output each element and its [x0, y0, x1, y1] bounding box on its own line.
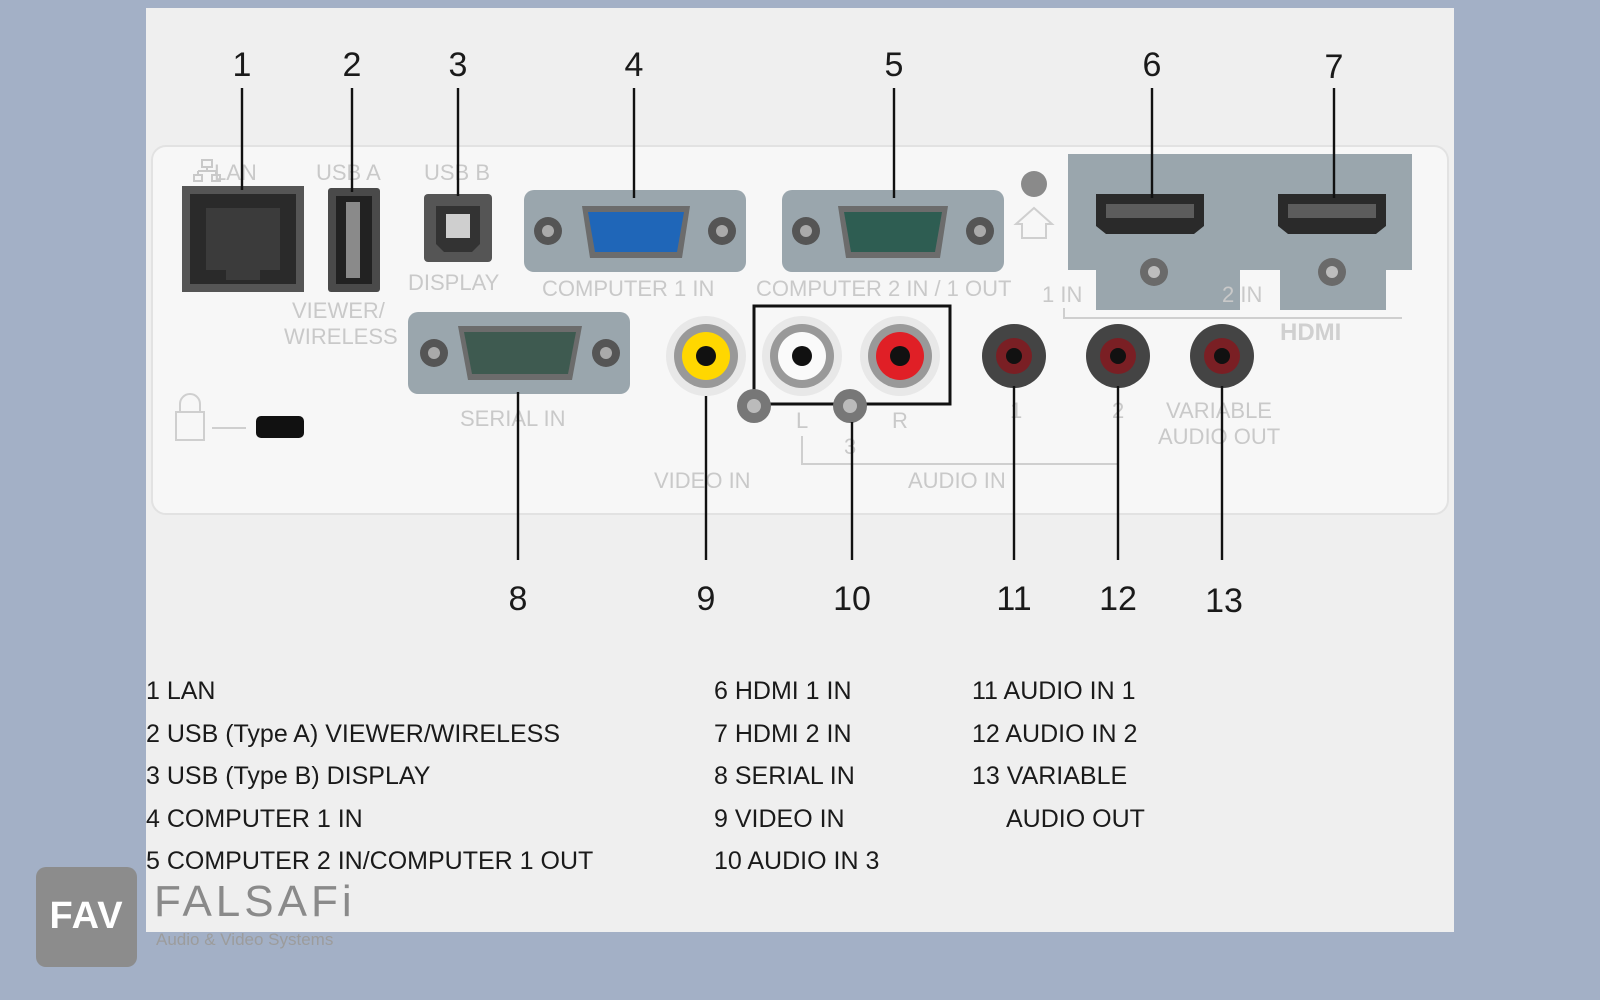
audio-in-2-jack	[1086, 324, 1150, 388]
brand-logo-text: FAV	[49, 895, 124, 937]
diagram-card: LAN USB A VIEWER/ WIRELESS USB B DISPLAY…	[146, 8, 1454, 932]
callout-2: 2	[343, 46, 362, 84]
video-in-panel-label: VIDEO IN	[654, 468, 751, 493]
usb-a-port	[328, 188, 380, 292]
audio-in-panel-label: AUDIO IN	[908, 468, 1006, 493]
hdmi-2-in-port	[1278, 194, 1386, 286]
variable-audio-out-jack	[1190, 324, 1254, 388]
brand-name: FALSAFi	[154, 877, 356, 926]
legend-item: 10 AUDIO IN 3	[714, 847, 880, 875]
brand-tagline: Audio & Video Systems	[156, 930, 334, 949]
legend-item: AUDIO OUT	[1006, 804, 1145, 833]
audio-in-1-jack	[982, 324, 1046, 388]
variable-panel-label: VARIABLE	[1166, 398, 1272, 423]
legend-item: 1 LAN	[146, 677, 216, 705]
legend-item: 5 COMPUTER 2 IN/COMPUTER 1 OUT	[146, 847, 594, 875]
legend-item: 4 COMPUTER 1 IN	[146, 804, 363, 833]
arrow-up-icon	[1013, 206, 1055, 239]
legend-column-1: 1 LAN 2 USB (Type A) VIEWER/WIRELESS 3 U…	[146, 670, 593, 883]
legend-column-3: 11 AUDIO IN 1 12 AUDIO IN 2 13 VARIABLE …	[972, 670, 1145, 840]
callout-9: 9	[697, 580, 716, 618]
viewer-panel-label: VIEWER/	[292, 298, 386, 323]
serial-in-panel-label: SERIAL IN	[460, 406, 566, 431]
computer-1-in-port	[524, 190, 746, 272]
callout-11: 11	[996, 580, 1031, 618]
legend-item: 9 VIDEO IN	[714, 804, 845, 833]
hdmi-bracket	[1063, 308, 1402, 319]
connector-panel-diagram: LAN USB A VIEWER/ WIRELESS USB B DISPLAY…	[151, 46, 1449, 620]
wireless-panel-label: WIRELESS	[284, 324, 398, 349]
legend-item: 7 HDMI 2 IN	[714, 719, 852, 748]
callout-4: 4	[625, 46, 644, 84]
callout-3: 3	[449, 46, 468, 84]
audio-in-3-right-jack	[860, 316, 940, 396]
legend-item: 2 USB (Type A) VIEWER/WIRELESS	[146, 719, 561, 748]
audio-out-panel-label: AUDIO OUT	[1158, 424, 1280, 449]
computer-2-port	[782, 190, 1004, 272]
legend-item: 13 VARIABLE	[972, 762, 1128, 790]
callout-6: 6	[1143, 46, 1162, 84]
callout-1: 1	[233, 46, 252, 84]
callout-7: 7	[1325, 48, 1344, 86]
hdmi-logo: HDMI	[1280, 319, 1341, 346]
ground-screw	[1021, 171, 1047, 197]
legend-item: 11 AUDIO IN 1	[972, 677, 1136, 705]
legend-item: 12 AUDIO IN 2	[972, 719, 1138, 748]
callout-8: 8	[509, 580, 528, 618]
hdmi-1-in-panel-label: 1 IN	[1042, 282, 1082, 307]
leader-lines	[240, 88, 1336, 560]
screw-center	[747, 399, 761, 413]
callout-10: 10	[833, 580, 871, 618]
lan-port	[182, 186, 304, 292]
network-icon	[193, 159, 221, 182]
usb-a-panel-label: USB A	[316, 160, 381, 185]
audio-l-panel-label: L	[796, 408, 808, 433]
audio-r-panel-label: R	[892, 408, 908, 433]
callout-5: 5	[885, 46, 904, 84]
callout-13: 13	[1205, 582, 1243, 620]
lock-icon	[175, 393, 205, 441]
legend-item: 8 SERIAL IN	[714, 762, 855, 790]
screw-center	[843, 399, 857, 413]
computer-1-in-panel-label: COMPUTER 1 IN	[542, 276, 714, 301]
brand-logo: FAV	[36, 867, 137, 967]
hdmi-2-in-panel-label: 2 IN	[1222, 282, 1262, 307]
audio-in-3-left-jack	[762, 316, 842, 396]
display-panel-label: DISPLAY	[408, 270, 500, 295]
hdmi-1-in-port	[1096, 194, 1204, 286]
legend-item: 6 HDMI 1 IN	[714, 677, 852, 705]
security-slot	[256, 416, 304, 438]
legend-item: 3 USB (Type B) DISPLAY	[146, 762, 431, 790]
lan-panel-label: LAN	[214, 160, 257, 185]
serial-in-port	[408, 312, 630, 394]
usb-b-port	[424, 194, 492, 262]
video-in-jack	[666, 316, 746, 396]
audio-1-panel-label: 1	[1010, 398, 1022, 423]
computer-2-panel-label: COMPUTER 2 IN / 1 OUT	[756, 276, 1011, 301]
callout-12: 12	[1099, 580, 1137, 618]
legend-column-2: 6 HDMI 1 IN 7 HDMI 2 IN 8 SERIAL IN 9 VI…	[714, 670, 879, 883]
audio-3-panel-label: 3	[844, 434, 856, 459]
